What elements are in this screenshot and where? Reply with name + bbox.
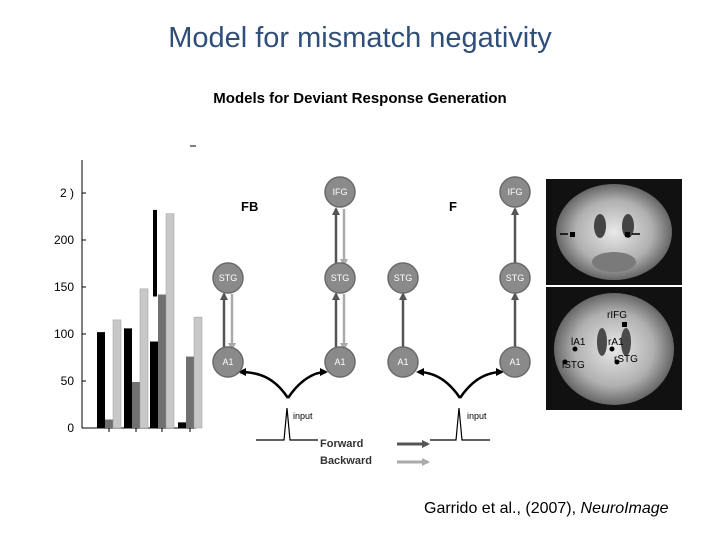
f-input-curve-right (458, 368, 504, 399)
svg-text:STG: STG (506, 273, 525, 283)
f-a1-left-node: A1 (387, 346, 419, 378)
brain-axial-image: rIFG lA1 rA1 lSTG rSTG (546, 287, 682, 410)
citation-text: Garrido et al., (2007), (424, 500, 581, 517)
fb-input-waveform (256, 407, 318, 441)
fb-input-label: input (293, 411, 313, 421)
fb-ifg-node: IFG (324, 176, 356, 208)
bar (112, 319, 122, 429)
legend-forward-label: Forward (320, 438, 363, 450)
f-a1-right-node: A1 (499, 346, 531, 378)
model-fb-label: FB (241, 199, 258, 214)
y-tick-label: 100 (54, 327, 74, 341)
bar (153, 209, 157, 297)
bar (193, 316, 203, 429)
figure-subtitle: Models for Deviant Response Generation (213, 90, 507, 107)
rstg-marker (614, 359, 620, 365)
fb-a1-right-node: A1 (324, 346, 356, 378)
bar (132, 381, 140, 428)
y-tick-label: 150 (54, 280, 74, 294)
ra1-marker (609, 346, 615, 352)
network-diagram: FB F input input IFG STG (212, 176, 531, 467)
lstg-label: lSTG (562, 360, 585, 371)
y-tick-label: 50 (61, 374, 75, 388)
y-tick-label: 200 (54, 233, 74, 247)
slide-title: Model for mismatch negativity (168, 22, 552, 54)
bar (124, 328, 132, 428)
f-input-waveform (430, 407, 490, 441)
la1-label: lA1 (571, 337, 586, 348)
brain-images: rIFG lA1 rA1 lSTG rSTG (546, 179, 682, 410)
fb-stg-right-node: STG (324, 262, 356, 294)
model-f-label: F (449, 199, 457, 214)
svg-text:STG: STG (394, 273, 413, 283)
f-ifg-node: IFG (499, 176, 531, 208)
rifg-label: rIFG (607, 310, 627, 321)
bar (158, 294, 166, 428)
rstg-label: rSTG (614, 354, 638, 365)
svg-text:STG: STG (331, 273, 350, 283)
svg-text:A1: A1 (222, 357, 233, 367)
ra1-label: rA1 (608, 337, 624, 348)
citation: Garrido et al., (2007), NeuroImage (424, 500, 669, 518)
citation-journal: NeuroImage (580, 500, 669, 517)
fb-input-curve-right (286, 368, 328, 399)
bar (186, 356, 194, 428)
f-stg-left-node: STG (387, 262, 419, 294)
rifg-marker (622, 322, 627, 327)
svg-text:A1: A1 (334, 357, 345, 367)
fb-stg-left-node: STG (212, 262, 244, 294)
bar (165, 213, 175, 429)
bar (97, 332, 105, 428)
bar (178, 422, 186, 428)
bar-chart: 0 50 100 150 200 2 ) (54, 145, 203, 435)
svg-text:STG: STG (219, 273, 238, 283)
y-tick-label: 2 ) (60, 186, 74, 200)
svg-text:A1: A1 (397, 357, 408, 367)
svg-text:A1: A1 (509, 357, 520, 367)
fb-a1-left-node: A1 (212, 346, 244, 378)
f-input-label: input (467, 411, 487, 421)
bar (150, 341, 158, 428)
bar (105, 419, 113, 428)
lstg-marker (562, 359, 568, 365)
fb-input-curve-left (238, 368, 290, 399)
brain-coronal-image (546, 179, 682, 285)
f-stg-right-node: STG (499, 262, 531, 294)
y-tick-label: 0 (67, 421, 74, 435)
la1-marker (572, 346, 578, 352)
f-input-curve-left (416, 368, 462, 399)
svg-text:IFG: IFG (333, 187, 348, 197)
bar (139, 288, 149, 429)
svg-text:IFG: IFG (508, 187, 523, 197)
legend-backward-label: Backward (320, 455, 372, 467)
